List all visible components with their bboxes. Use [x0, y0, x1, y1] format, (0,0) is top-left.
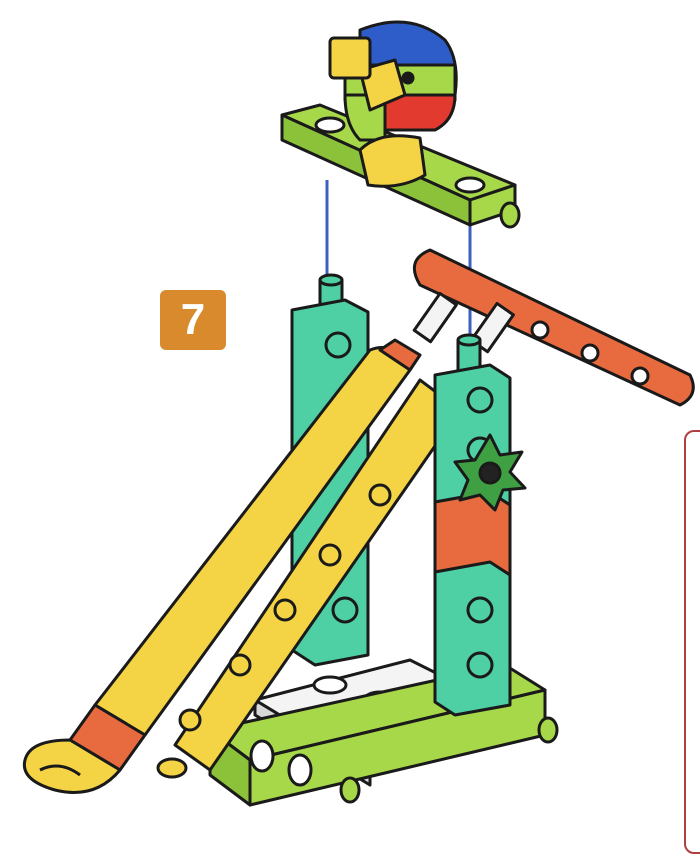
step-number: 7: [181, 295, 205, 345]
step-number-badge: 7: [160, 290, 226, 350]
teal-tower-right: [435, 335, 510, 715]
white-peg-1: [414, 293, 456, 341]
assembly-illustration: [0, 0, 700, 833]
instruction-panel-edge: [684, 430, 700, 854]
